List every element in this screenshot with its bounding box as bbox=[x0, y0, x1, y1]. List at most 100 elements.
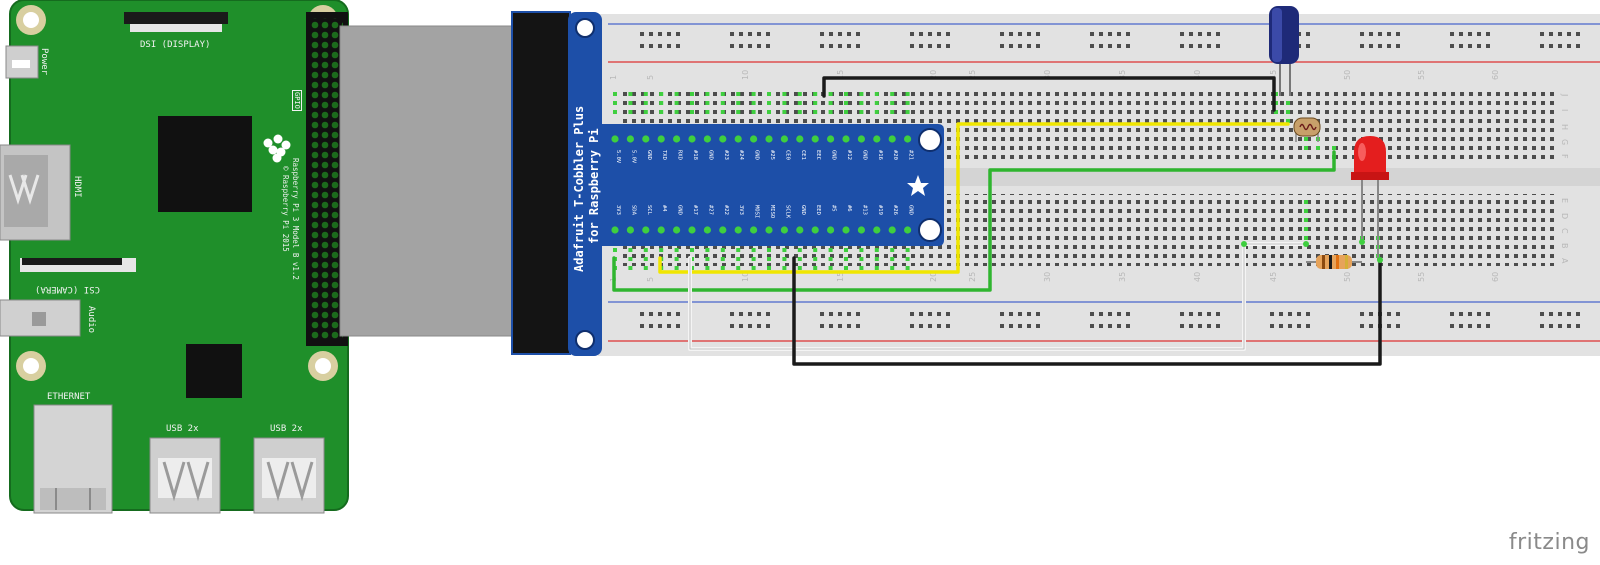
wires bbox=[612, 76, 1382, 366]
connected-hole bbox=[628, 257, 633, 261]
cobbler-pin bbox=[888, 226, 896, 234]
connected-hole bbox=[720, 92, 725, 96]
connected-hole bbox=[890, 266, 895, 270]
cobbler-pin bbox=[842, 135, 850, 143]
column-number: 15 bbox=[836, 272, 845, 282]
cobbler-pin-label: #24 bbox=[738, 150, 744, 161]
audio-label: Audio bbox=[86, 306, 96, 334]
column-number: 25 bbox=[968, 70, 977, 80]
connected-hole bbox=[828, 101, 833, 105]
usb-chip bbox=[186, 344, 242, 398]
connected-hole bbox=[782, 266, 787, 270]
cobbler-pin bbox=[734, 226, 742, 234]
connected-hole bbox=[844, 92, 848, 96]
connected-hole bbox=[813, 257, 818, 261]
connected-hole bbox=[1286, 101, 1290, 105]
connected-hole bbox=[690, 92, 694, 96]
column-number: 25 bbox=[968, 272, 977, 282]
cobbler-pin-label: #12 bbox=[846, 150, 852, 160]
cobbler-pin-label: #21 bbox=[908, 150, 914, 160]
cobbler-pin bbox=[657, 226, 665, 234]
column-number: 15 bbox=[836, 70, 845, 80]
connected-hole bbox=[905, 110, 910, 114]
connected-hole bbox=[659, 110, 664, 114]
column-number: 20 bbox=[929, 70, 938, 80]
connected-hole bbox=[705, 92, 710, 96]
power-label: Power bbox=[39, 48, 49, 76]
connected-hole bbox=[674, 266, 679, 270]
cobbler-pin-label: GND bbox=[754, 150, 760, 160]
connected-hole bbox=[828, 92, 833, 96]
white-wire-outline bbox=[689, 243, 1307, 350]
connected-hole bbox=[828, 266, 833, 270]
column-number: 1 bbox=[609, 75, 618, 80]
column-number: 60 bbox=[1491, 272, 1500, 282]
connected-hole bbox=[874, 257, 879, 261]
ldr-photoresistor bbox=[1293, 117, 1321, 142]
connected-hole bbox=[813, 266, 818, 270]
connected-hole bbox=[1304, 137, 1308, 141]
connected-hole bbox=[782, 92, 787, 96]
column-number: 50 bbox=[1343, 70, 1352, 80]
connected-hole bbox=[628, 266, 633, 270]
dsi-connector bbox=[124, 12, 228, 24]
connected-hole bbox=[643, 92, 648, 96]
cobbler-pin bbox=[765, 226, 773, 234]
connected-hole bbox=[890, 248, 895, 252]
connected-hole bbox=[1304, 146, 1308, 150]
cobbler-pin-label: #25 bbox=[769, 150, 775, 160]
connected-hole bbox=[720, 257, 725, 261]
column-number: 5 bbox=[646, 277, 655, 282]
connected-hole bbox=[705, 101, 710, 105]
power-rail-bottom bbox=[640, 312, 1580, 328]
cobbler-pin bbox=[626, 135, 635, 143]
cobbler-pin-label: 5.0V bbox=[615, 150, 621, 164]
cobbler-pin-label: #23 bbox=[723, 150, 729, 160]
connected-hole bbox=[674, 101, 679, 105]
connected-hole bbox=[1316, 146, 1320, 150]
connected-hole bbox=[905, 248, 910, 252]
cobbler-pin bbox=[780, 226, 789, 234]
cobbler-pin bbox=[796, 135, 804, 143]
cobbler-pin bbox=[673, 135, 681, 143]
connected-hole bbox=[751, 257, 756, 261]
connected-hole bbox=[874, 110, 879, 114]
connected-hole bbox=[659, 248, 664, 252]
cobbler-pin-label: SCL bbox=[646, 205, 652, 216]
connected-hole bbox=[736, 257, 741, 261]
gpio-label: GPIO bbox=[292, 90, 302, 111]
connected-hole bbox=[674, 248, 679, 252]
connected-hole bbox=[751, 248, 756, 252]
connected-hole bbox=[874, 248, 879, 252]
connected-hole bbox=[643, 257, 648, 261]
wire-endpoints bbox=[1241, 239, 1383, 263]
connected-hole bbox=[690, 248, 694, 252]
connected-hole bbox=[643, 110, 648, 114]
connected-hole bbox=[720, 101, 725, 105]
row-letter: C bbox=[1560, 228, 1569, 234]
connected-hole bbox=[767, 101, 771, 105]
cobbler-pin bbox=[750, 135, 758, 143]
connected-hole bbox=[813, 101, 818, 105]
row-letter: A bbox=[1560, 258, 1569, 264]
connected-hole bbox=[720, 248, 725, 252]
cobbler-pin bbox=[703, 226, 712, 234]
cobbler-pin bbox=[611, 226, 619, 234]
column-number: 35 bbox=[1118, 70, 1127, 80]
csi-label: CSI (CAMERA) bbox=[34, 284, 100, 294]
connected-hole bbox=[767, 257, 771, 261]
cobbler-pin bbox=[873, 226, 881, 234]
column-number: 55 bbox=[1417, 272, 1426, 282]
red-led bbox=[1351, 136, 1389, 260]
cobbler-pin-label: #16 bbox=[877, 150, 883, 160]
column-number: 40 bbox=[1193, 272, 1202, 282]
connected-hole bbox=[613, 110, 617, 114]
connected-hole bbox=[674, 92, 679, 96]
connected-hole bbox=[1304, 218, 1308, 222]
cobbler-pin-label: 5.0V bbox=[630, 150, 636, 164]
column-number: 10 bbox=[741, 272, 750, 282]
column-number: 35 bbox=[1118, 272, 1127, 282]
connected-hole bbox=[844, 248, 848, 252]
connected-hole bbox=[628, 101, 633, 105]
